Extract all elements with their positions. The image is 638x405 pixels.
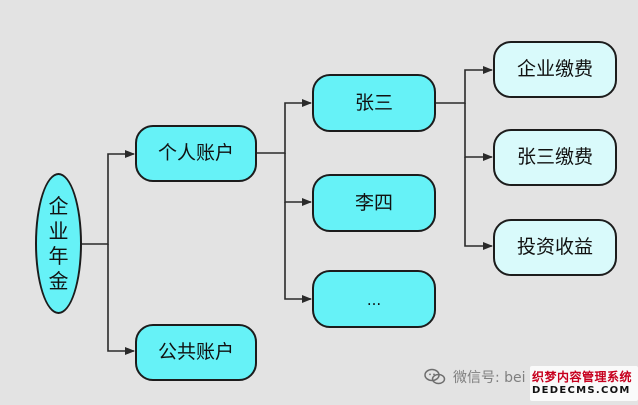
node-ellipsis: ... — [312, 270, 436, 328]
node-enterprise-annuity-char-4: 金 — [48, 268, 69, 293]
node-zhang-san: 张三 — [312, 74, 436, 132]
node-enterprise-annuity-char-3: 年 — [48, 243, 69, 268]
node-ellipsis-label: ... — [366, 290, 382, 309]
wechat-icon — [424, 368, 446, 386]
edge-zhang-san-to-personal-contribution — [464, 103, 493, 161]
node-public-account: 公共账户 — [135, 324, 257, 381]
node-zhang-san-contribution: 张三缴费 — [493, 129, 617, 186]
node-investment-income: 投资收益 — [493, 219, 617, 276]
node-zhang-san-label: 张三 — [354, 91, 393, 114]
node-company-contribution-label: 企业缴费 — [516, 58, 593, 80]
edge-zhang-san-to-investment-income — [464, 157, 493, 250]
node-enterprise-annuity: 企 业 年 金 — [35, 173, 82, 314]
edge-root-to-public-account — [107, 244, 135, 355]
node-enterprise-annuity-char-1: 企 — [48, 193, 69, 218]
node-li-si-label: 李四 — [354, 191, 393, 214]
dedecms-stamp: 织梦内容管理系统 DEDECMS.COM — [530, 366, 638, 401]
dedecms-stamp-domain: DEDECMS.COM — [532, 385, 631, 396]
dedecms-stamp-title: 织梦内容管理系统 — [532, 370, 633, 384]
node-li-si: 李四 — [312, 174, 436, 232]
edge-personal-to-li-si — [284, 153, 312, 206]
node-public-account-label: 公共账户 — [157, 341, 234, 363]
edge-root-to-personal-account — [82, 150, 135, 245]
node-investment-income-label: 投资收益 — [516, 236, 593, 258]
node-company-contribution: 企业缴费 — [493, 41, 617, 98]
node-zhang-san-contribution-label: 张三缴费 — [516, 146, 593, 168]
edge-zhang-san-to-company-contribution — [435, 66, 493, 104]
node-personal-account: 个人账户 — [135, 125, 257, 182]
edge-personal-to-ellipsis — [284, 202, 312, 303]
edge-personal-to-zhang-san — [256, 99, 312, 154]
watermark: 微信号: bei 织梦内容管理系统 DEDECMS.COM — [424, 366, 638, 402]
node-personal-account-label: 个人账户 — [157, 142, 234, 164]
node-enterprise-annuity-char-2: 业 — [48, 218, 69, 243]
watermark-wechat-label: 微信号: bei — [453, 370, 526, 386]
